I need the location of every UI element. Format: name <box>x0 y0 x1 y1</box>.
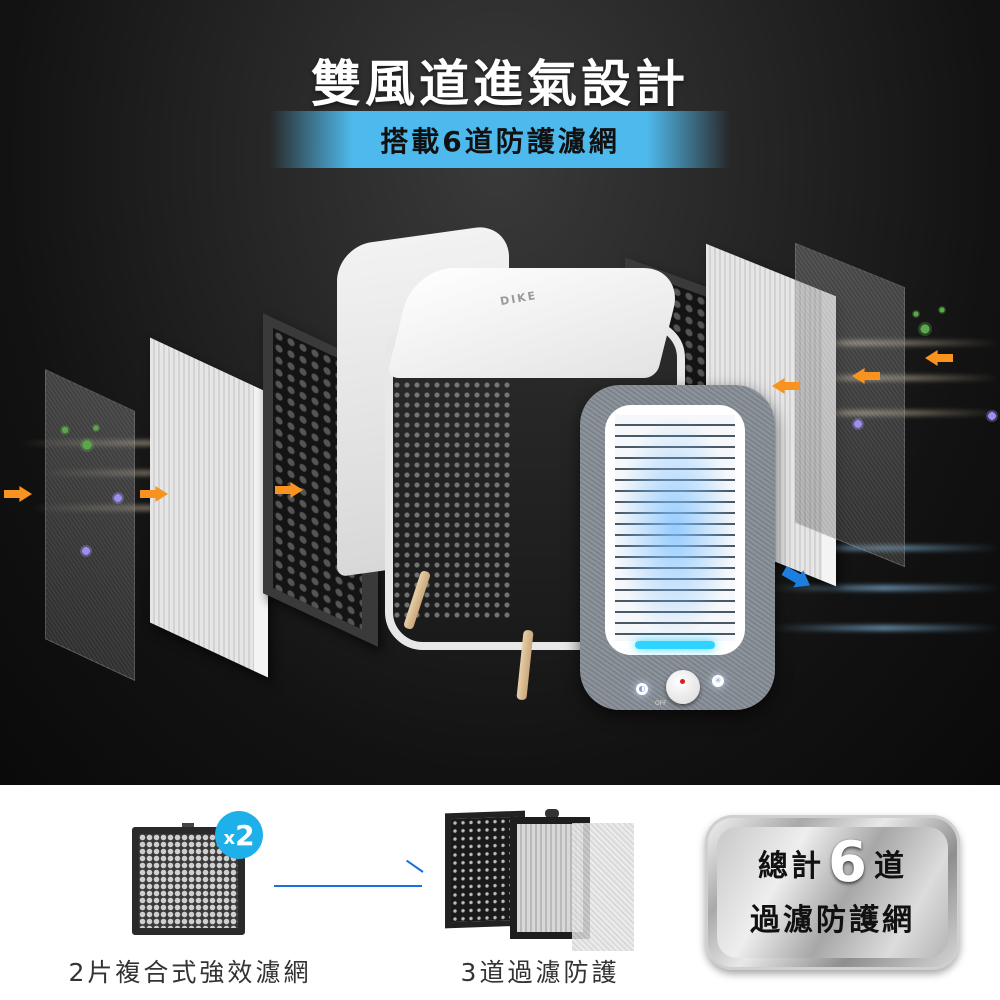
mesh-filter-image <box>572 823 634 951</box>
germ-icon <box>938 306 946 314</box>
total-prefix: 總計 <box>758 849 825 884</box>
purifier-top <box>386 268 684 378</box>
total-line-1: 總計 6 道 <box>705 835 960 891</box>
total-suffix: 道 <box>873 849 907 884</box>
subtitle-band: 搭載6道防護濾網 <box>270 111 730 168</box>
knob-off-label: OFF <box>655 700 667 707</box>
badge-count: 2 <box>235 818 255 852</box>
three-stage-label: 3道過濾防護 <box>460 958 620 987</box>
headline: 雙風道進氣設計 <box>311 55 689 113</box>
led-indicator <box>635 641 715 649</box>
germ-icon <box>80 438 94 452</box>
intake-arrow-icon <box>275 482 303 498</box>
filter-tab <box>182 823 194 828</box>
outflow-stream <box>770 625 1000 631</box>
quantity-badge: x 2 <box>215 811 263 859</box>
connector-arrow-icon <box>274 885 422 887</box>
total-number: 6 <box>828 830 870 895</box>
night-light-icon: ◐ <box>636 683 648 695</box>
germ-icon <box>60 425 70 435</box>
vent-louvers <box>615 415 735 641</box>
outflow-stream <box>770 585 1000 591</box>
total-line-2: 過濾防護網 <box>750 903 915 938</box>
intake-arrow-icon <box>772 378 800 394</box>
germ-icon <box>112 492 124 504</box>
badge-prefix: x <box>223 827 236 849</box>
subtitle: 搭載6道防護濾網 <box>380 124 620 158</box>
intake-arrow-icon <box>140 486 168 502</box>
composite-filter-label: 2片複合式強效濾網 <box>68 958 312 987</box>
pre-filter-mesh-right <box>795 242 905 568</box>
germ-icon <box>986 410 998 422</box>
germ-icon <box>92 424 100 432</box>
outflow-stream <box>770 545 1000 551</box>
total-badge-inner <box>717 827 948 958</box>
airflow-stream <box>730 410 1000 416</box>
total-filters-badge: 總計 6 道 過濾防護網 <box>705 815 960 970</box>
intake-arrow-icon <box>925 350 953 366</box>
germ-icon <box>918 322 932 336</box>
hepa-filter-left <box>150 337 268 678</box>
front-vent-window <box>605 405 745 655</box>
airflow-stream <box>720 340 1000 346</box>
pre-filter-mesh-left <box>45 369 135 681</box>
germ-icon <box>80 545 92 557</box>
power-knob[interactable] <box>666 670 700 704</box>
intake-arrow-icon <box>852 368 880 384</box>
hero-section: 雙風道進氣設計 搭載6道防護濾網 DIKE ◐ OFF ✳ <box>0 0 1000 785</box>
body-grille <box>392 340 512 620</box>
light-icon: ✳ <box>712 675 724 687</box>
filter-summary-section: x 2 2片複合式強效濾網 3道過濾防護 總計 6 道 過濾防護網 <box>0 785 1000 1000</box>
germ-icon <box>852 418 864 430</box>
intake-arrow-icon <box>4 486 32 502</box>
filter-tab <box>545 809 559 818</box>
germ-icon <box>912 310 920 318</box>
